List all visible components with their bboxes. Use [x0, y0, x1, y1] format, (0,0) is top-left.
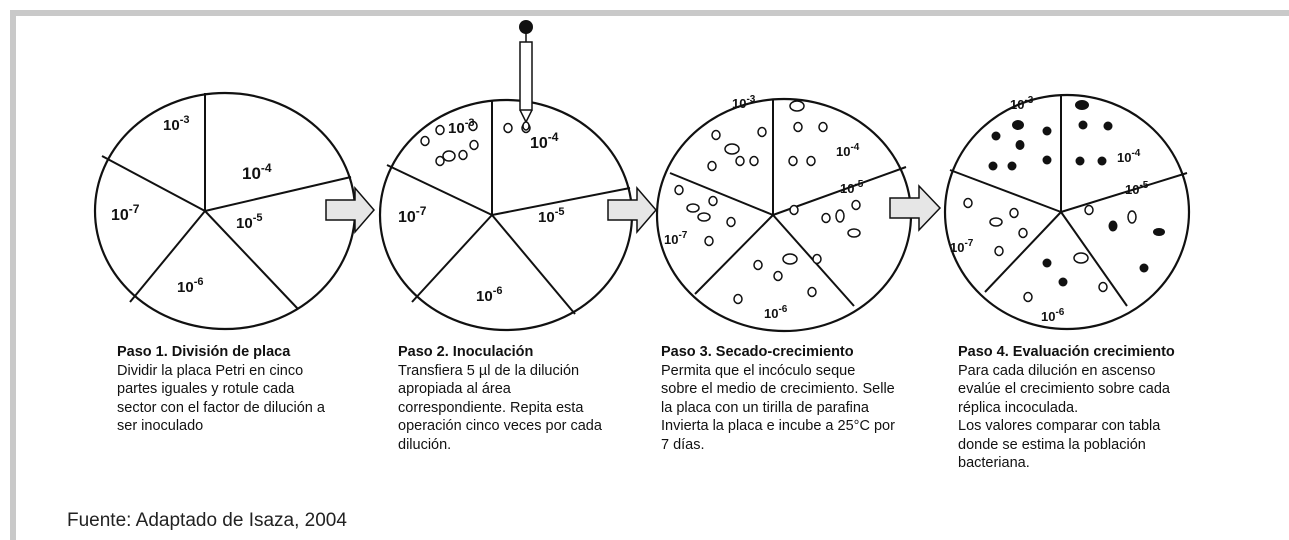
- sector-label: 10-5: [236, 212, 262, 232]
- sector-label: 10-3: [732, 94, 756, 111]
- step-4-title: Paso 4. Evaluación crecimiento: [958, 344, 1175, 360]
- sector-label: 10-4: [530, 130, 559, 152]
- sector-label: 10-6: [476, 285, 502, 305]
- frame-border-left: [10, 10, 16, 540]
- sector-label: 10-6: [177, 276, 203, 296]
- sector-label: 10-3: [1010, 95, 1034, 112]
- sector-label: 10-3: [448, 117, 474, 137]
- inoculation-loop-icon: [519, 20, 533, 131]
- step-3-description: Permita que el incóculo seque sobre el m…: [661, 362, 895, 453]
- step-1-caption: Paso 1. División de placa Dividir la pla…: [117, 343, 397, 436]
- sector-label: 10-7: [664, 230, 688, 247]
- sector-label: 10-6: [1041, 307, 1065, 324]
- source-caption: Fuente: Adaptado de Isaza, 2004: [67, 510, 347, 531]
- sector-label: 10-5: [538, 206, 564, 226]
- sector-label: 10-3: [163, 114, 189, 134]
- sector-label: 10-4: [242, 161, 272, 183]
- sector-label: 10-7: [398, 204, 427, 226]
- sector-label: 10-6: [764, 304, 788, 321]
- arrow-right-icon: [889, 184, 942, 232]
- petri-dish-step-2: 10-3 10-4 10-5 10-6 10-7: [378, 20, 634, 332]
- step-2-caption: Paso 2. Inoculación Transfiera 5 µl de l…: [398, 343, 678, 454]
- petri-dish-step-1: 10-3 10-4 10-5 10-6 10-7: [93, 91, 357, 331]
- step-3-title: Paso 3. Secado-crecimiento: [661, 344, 854, 360]
- sector-label: 10-4: [1117, 148, 1141, 165]
- petri-dish-step-4: 10-3 10-4 10-5 10-6 10-7: [943, 93, 1191, 331]
- sector-label: 10-7: [950, 238, 974, 255]
- arrow-right-icon: [325, 185, 375, 235]
- sector-label: 10-7: [111, 202, 140, 224]
- step-1-description: Dividir la placa Petri en cinco partes i…: [117, 362, 325, 435]
- step-2-description: Transfiera 5 µl de la dilución apropiada…: [398, 362, 602, 453]
- sector-label: 10-4: [836, 142, 860, 159]
- frame-border-top: [10, 10, 1289, 16]
- sector-label: 10-5: [840, 179, 864, 196]
- arrow-right-icon: [607, 185, 657, 235]
- sector-label: 10-5: [1125, 180, 1149, 197]
- step-3-caption: Paso 3. Secado-crecimiento Permita que e…: [661, 343, 951, 454]
- step-4-caption: Paso 4. Evaluación crecimiento Para cada…: [958, 343, 1258, 473]
- petri-dish-step-3: 10-3 10-4 10-5 10-6 10-7: [655, 94, 913, 333]
- step-4-description: Para cada dilución en ascenso evalúe el …: [958, 362, 1170, 472]
- step-2-title: Paso 2. Inoculación: [398, 344, 534, 360]
- step-1-title: Paso 1. División de placa: [117, 344, 291, 360]
